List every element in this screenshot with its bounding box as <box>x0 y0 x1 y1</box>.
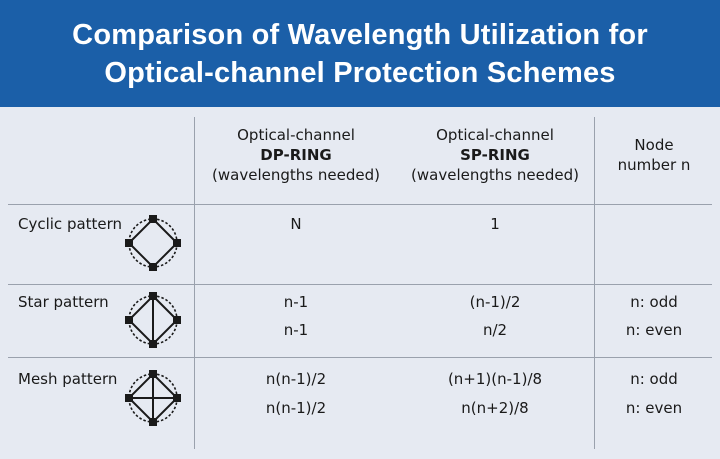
title-line-1: Comparison of Wavelength Utilization for <box>72 18 648 51</box>
sp-ring-value: (n+1)(n-1)/8 <box>447 370 543 388</box>
sp-ring-value: n/2 <box>482 321 508 339</box>
cyclic-ring-icon <box>125 215 181 271</box>
dp-ring-value: n-1 <box>283 293 309 311</box>
dp-ring-value: N <box>290 215 302 233</box>
node-parity: n: even <box>625 399 683 417</box>
row-label-star: Star pattern <box>18 293 109 311</box>
row-divider <box>8 357 712 358</box>
row-label-mesh: Mesh pattern <box>18 370 118 388</box>
star-ring-icon <box>125 292 181 348</box>
sp-ring-value: 1 <box>490 215 500 233</box>
row-label-cyclic: Cyclic pattern <box>18 215 123 233</box>
sp-ring-value: n(n+2)/8 <box>461 399 529 417</box>
title-line-2: Optical-channel Protection Schemes <box>104 56 616 89</box>
column-header-node-number: Node number n <box>617 136 691 174</box>
column-header-sp-ring: Optical-channel SP-RING (wavelengths nee… <box>411 126 579 184</box>
node-parity: n: odd <box>630 370 678 388</box>
row-divider <box>8 204 712 205</box>
dp-ring-value: n(n-1)/2 <box>265 399 327 417</box>
node-parity: n: even <box>625 321 683 339</box>
column-divider <box>194 117 195 449</box>
column-divider <box>594 117 595 449</box>
dp-ring-value: n-1 <box>283 321 309 339</box>
column-header-dp-ring: Optical-channel DP-RING (wavelengths nee… <box>212 126 380 184</box>
title-banner: Comparison of Wavelength Utilization for… <box>0 0 720 107</box>
row-divider <box>8 284 712 285</box>
node-parity: n: odd <box>630 293 678 311</box>
dp-ring-value: n(n-1)/2 <box>265 370 327 388</box>
mesh-ring-icon <box>125 370 181 426</box>
sp-ring-value: (n-1)/2 <box>469 293 521 311</box>
comparison-table: Optical-channel DP-RING (wavelengths nee… <box>0 107 720 459</box>
